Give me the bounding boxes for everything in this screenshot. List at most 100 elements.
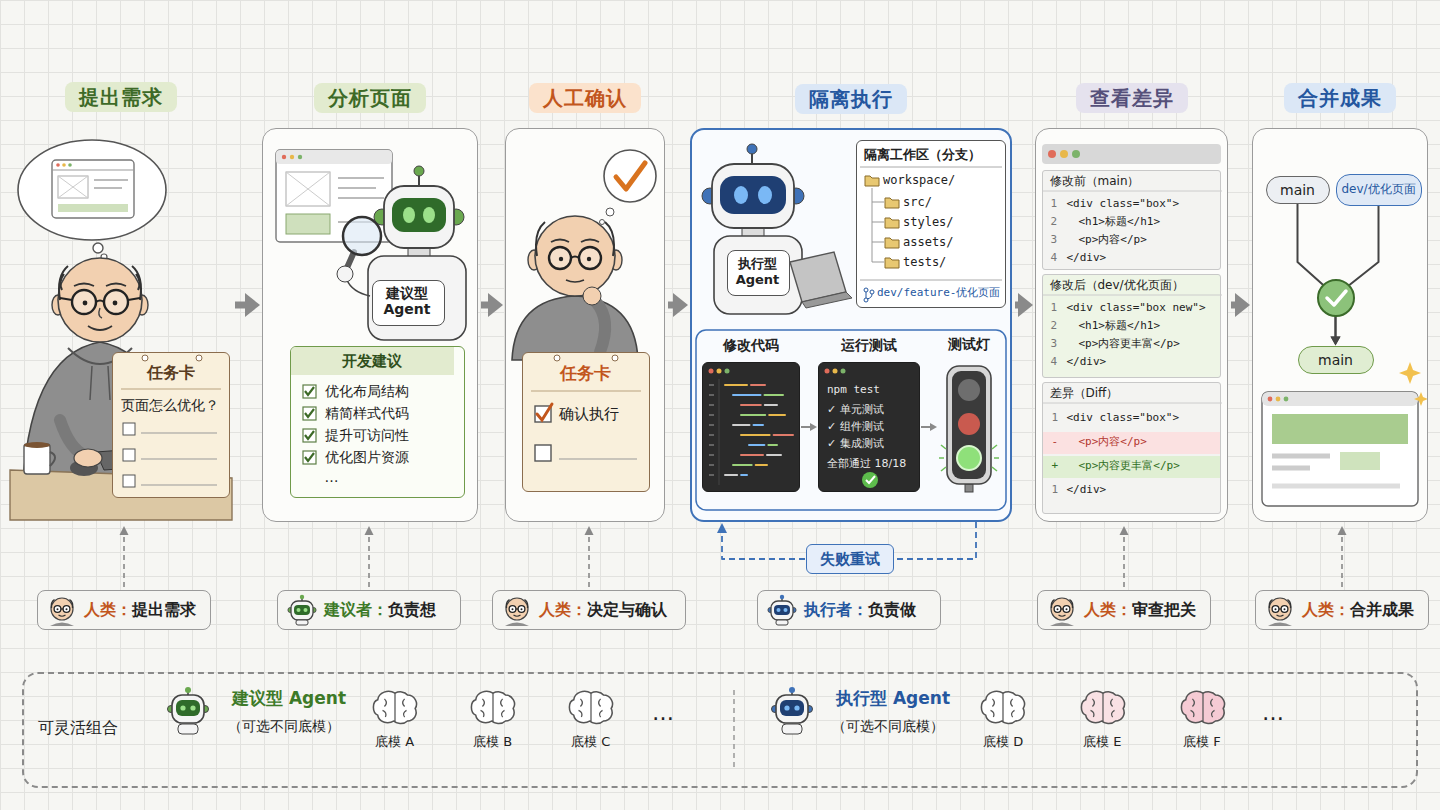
- node-text: 提升可访问性: [325, 427, 409, 444]
- svg-shape: [46, 594, 78, 626]
- line-shape: [769, 414, 785, 416]
- node-text: 1: [1051, 301, 1058, 314]
- node-text: 执行者：: [804, 600, 868, 619]
- rect-shape: [303, 429, 316, 442]
- rect-shape: [1340, 452, 1380, 470]
- rect-shape: [286, 214, 330, 234]
- rect-shape: [1043, 456, 1220, 478]
- circle-shape: [337, 266, 353, 282]
- circle-shape: [63, 606, 70, 613]
- node-text: 修改前（main）: [1050, 174, 1140, 188]
- node-text: 人类：: [1302, 600, 1350, 619]
- path-shape: [536, 222, 614, 256]
- rect-shape: [1272, 414, 1408, 444]
- path-shape: [616, 163, 645, 189]
- retry-box: 失败重试: [806, 544, 894, 574]
- executor-robot-icon: [772, 687, 813, 734]
- line-shape: [741, 454, 763, 456]
- circle-shape: [606, 208, 614, 216]
- circle-shape: [1272, 606, 1279, 613]
- arrow-head: [1331, 337, 1341, 346]
- circle-shape: [1284, 608, 1286, 610]
- rect-shape: [178, 724, 198, 734]
- node-text: +: [1052, 459, 1059, 472]
- test-area-frame: [696, 330, 1006, 510]
- circle-shape: [579, 247, 601, 269]
- path-shape: [59, 615, 66, 616]
- node-text: </div>: [1067, 483, 1107, 496]
- line-shape: [709, 384, 714, 386]
- circle-shape: [1318, 280, 1354, 316]
- agent-tag: 执行型 Agent: [727, 250, 790, 296]
- rect-shape: [123, 449, 135, 461]
- arrow-head: [245, 293, 260, 317]
- rect-shape: [303, 385, 316, 398]
- arrow-head: [488, 293, 503, 317]
- circle-shape: [784, 608, 788, 612]
- circle-shape: [509, 606, 516, 613]
- line-shape: [559, 458, 637, 459]
- line-shape: [709, 414, 714, 416]
- line-shape: [860, 167, 1002, 168]
- rect-shape: [712, 164, 794, 228]
- node-text: styles/: [903, 215, 954, 229]
- node-text: 2: [1051, 319, 1058, 332]
- circle-shape: [612, 355, 618, 361]
- svg-shape: [938, 362, 1000, 492]
- ellipse-shape: [758, 186, 772, 204]
- node-text: npm test: [827, 383, 880, 396]
- path-shape: [872, 262, 884, 263]
- connector-line: [1298, 204, 1336, 338]
- flow-arrow: [1015, 293, 1033, 317]
- line-shape: [709, 464, 714, 466]
- rect-shape: [1035, 128, 1228, 522]
- line-shape: [338, 187, 376, 189]
- node-text: 页面怎么优化？: [121, 397, 219, 414]
- divider-line: [733, 690, 735, 770]
- path-shape: [305, 409, 314, 417]
- circle-shape: [190, 705, 195, 710]
- node-text: 提出需求: [132, 600, 196, 619]
- circle-shape: [554, 355, 560, 361]
- svg-shape: [501, 594, 533, 626]
- node-text: ✓ 集成测试: [827, 437, 884, 450]
- brain-icon: [981, 691, 1024, 723]
- path-shape: [60, 298, 140, 302]
- path-shape: [939, 445, 999, 471]
- path-shape: [1279, 608, 1281, 609]
- circle-shape: [506, 598, 528, 620]
- line-shape: [751, 384, 765, 386]
- rect-shape: [172, 695, 204, 723]
- flow-arrow: [235, 293, 260, 317]
- rect-shape: [58, 176, 88, 198]
- rect-shape: [535, 445, 551, 461]
- circle-shape: [549, 247, 571, 269]
- line-shape: [741, 474, 747, 476]
- combo-box: 可灵活组合建议型 Agent（可选不同底模）底模 A底模 B底模 C…执行型 A…: [22, 672, 1418, 788]
- line-shape: [741, 414, 765, 416]
- node-text: 差异（Diff）: [1050, 386, 1119, 400]
- circle-shape: [196, 355, 202, 361]
- node-text: …: [1262, 700, 1284, 726]
- circle-shape: [180, 705, 185, 710]
- path-shape: [305, 431, 314, 439]
- circle-shape: [1276, 397, 1281, 402]
- line-shape: [141, 459, 217, 460]
- rect-shape: [176, 700, 200, 716]
- arrow-head: [717, 523, 727, 533]
- stage-region: 提出需求任务卡页面怎么优化？: [10, 128, 232, 522]
- node-text: （可选不同底模）: [832, 718, 944, 735]
- line-shape: [767, 454, 781, 456]
- circle-shape: [1060, 150, 1068, 158]
- rect-shape: [303, 451, 316, 464]
- node-text: 1: [1052, 483, 1059, 496]
- role-pill: 人类：决定与确认: [492, 590, 686, 630]
- circle-shape: [297, 608, 301, 612]
- line-shape: [725, 474, 737, 476]
- node-text: 任务卡: [147, 363, 195, 382]
- line-shape: [709, 444, 714, 446]
- node-text: <div class="box">: [1067, 411, 1180, 424]
- human-figure: [10, 258, 232, 520]
- code-before: 修改前（main）1<div class="box">2<h1>标题</h1>3…: [1042, 170, 1221, 270]
